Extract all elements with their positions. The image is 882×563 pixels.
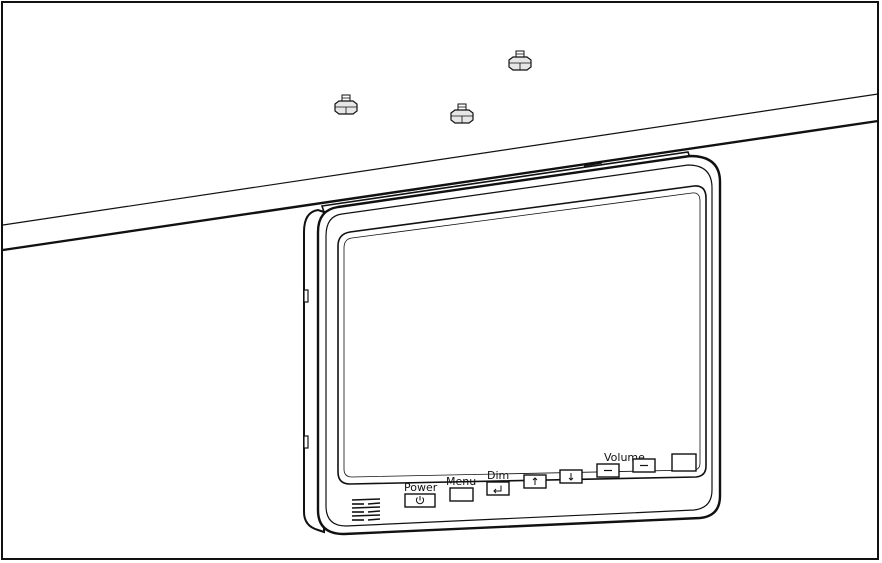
- speaker-grille: [351, 498, 381, 521]
- monitor-screen: [337, 185, 707, 485]
- menu-label: Menu: [446, 475, 476, 488]
- mounting-stud-middle: [450, 103, 474, 124]
- mounting-stud-right: [508, 50, 532, 71]
- dim-button[interactable]: [486, 481, 510, 496]
- arrow-up-icon: [532, 477, 538, 485]
- dim-label: Dim: [487, 469, 509, 482]
- bracket-notch-left: [407, 187, 427, 192]
- enter-return-icon: [493, 485, 502, 494]
- shelf-bottom-edge: [2, 119, 879, 252]
- power-label: Power: [404, 481, 438, 494]
- volume-up-button[interactable]: [632, 458, 656, 473]
- power-button[interactable]: [404, 493, 436, 508]
- side-port-top: [303, 289, 309, 303]
- side-port-bottom: [303, 435, 309, 449]
- monitor-bezel-inner-line: [325, 164, 713, 527]
- arrow-down-icon: [568, 473, 574, 481]
- up-button[interactable]: [523, 474, 547, 489]
- ir-sensor-window: [671, 453, 697, 472]
- bracket-notch-right: [583, 162, 603, 167]
- down-button[interactable]: [559, 469, 583, 484]
- power-icon: [415, 496, 425, 505]
- mounting-stud-left: [334, 94, 358, 115]
- shelf-top-edge: [2, 93, 879, 226]
- volume-down-button[interactable]: [596, 463, 620, 478]
- menu-button[interactable]: [449, 487, 474, 502]
